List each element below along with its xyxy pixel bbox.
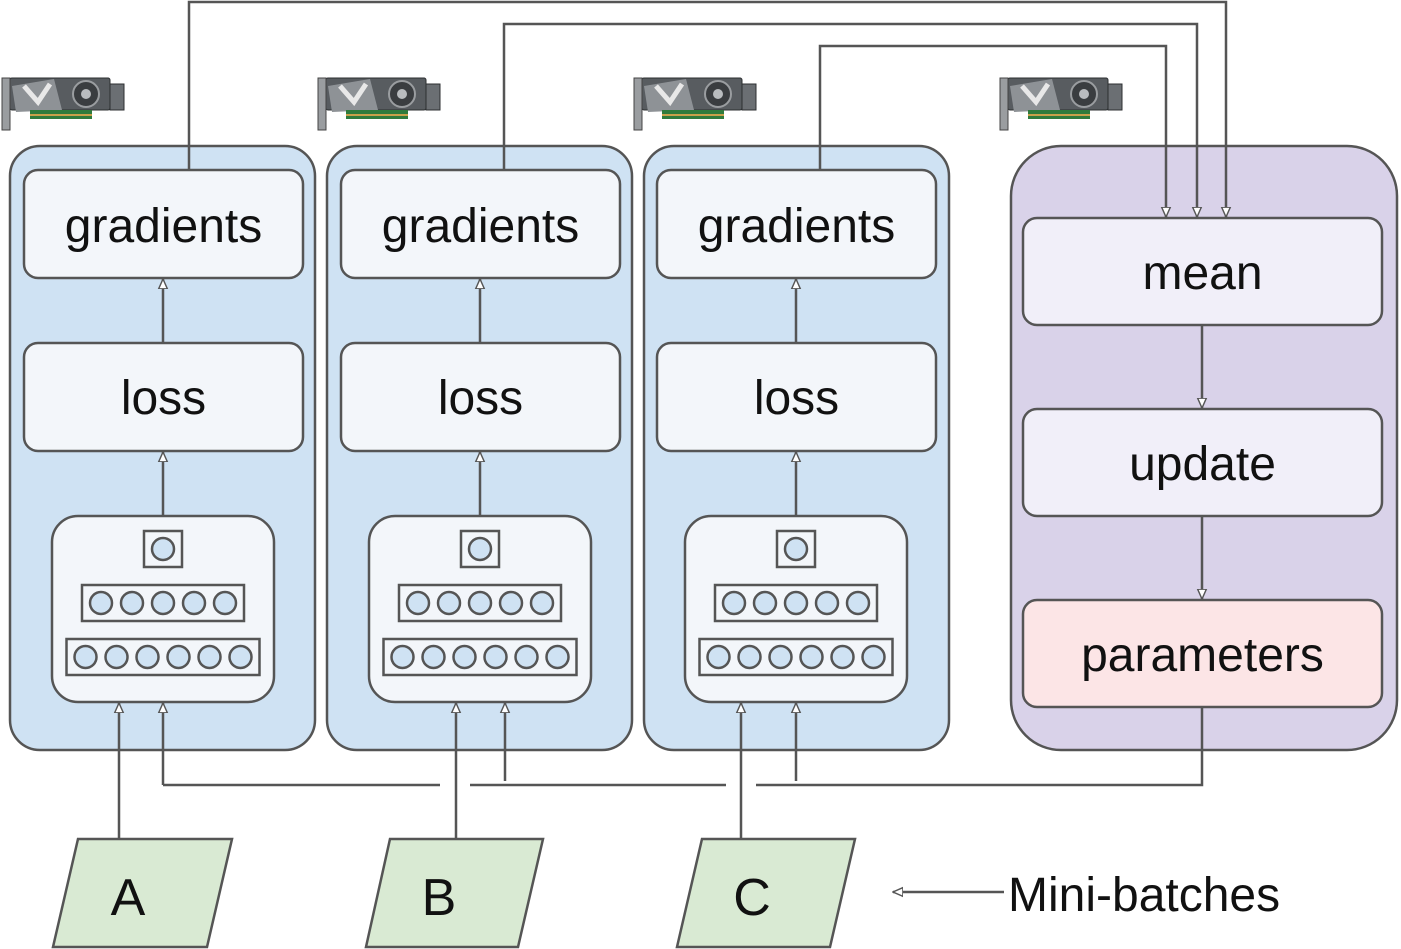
neuron [150, 536, 176, 562]
neuron [514, 644, 539, 670]
neuron [197, 644, 222, 670]
neuron [467, 536, 493, 562]
gpu-card-icon [2, 78, 124, 130]
neuron [783, 536, 809, 562]
neuron [135, 644, 160, 670]
neural-network-icon [382, 529, 578, 677]
neuron [212, 590, 238, 616]
minibatch-c [675, 837, 857, 949]
neuron [721, 590, 747, 616]
minibatches-label: Mini-batches [1008, 869, 1280, 922]
network-layer [382, 637, 578, 677]
neuron [166, 644, 191, 670]
neuron [768, 644, 793, 670]
neuron [88, 590, 114, 616]
neuron [752, 590, 778, 616]
gpu-card-icon [634, 78, 756, 130]
gradients-label: gradients [65, 200, 262, 253]
loss-label: loss [754, 372, 839, 425]
neuron [799, 644, 824, 670]
neuron [545, 644, 570, 670]
neuron [467, 590, 493, 616]
minibatch-b-label: B [422, 869, 457, 927]
gpu-card-icon [318, 78, 440, 130]
neuron [104, 644, 129, 670]
neuron [181, 590, 207, 616]
neuron [150, 590, 176, 616]
arrow-gradients-3-to-mean [818, 44, 1166, 217]
neuron [783, 590, 809, 616]
minibatch-a [51, 837, 234, 949]
neuron [119, 590, 145, 616]
mean-label: mean [1142, 247, 1262, 300]
neuron [483, 644, 508, 670]
neuron [421, 644, 446, 670]
gradients-label: gradients [698, 200, 895, 253]
parameters-label: parameters [1081, 629, 1324, 682]
neuron [861, 644, 886, 670]
update-label: update [1129, 438, 1276, 491]
neuron [228, 644, 253, 670]
minibatch-a-label: A [111, 869, 146, 927]
network-layer [698, 637, 894, 677]
gradients-label: gradients [382, 200, 579, 253]
neuron [737, 644, 762, 670]
neuron [814, 590, 840, 616]
neuron [706, 644, 731, 670]
arrow-gradients-1-to-mean [187, 0, 1226, 217]
neural-network-icon [698, 529, 894, 677]
arrow-gradients-2-to-mean [502, 22, 1197, 217]
neuron [436, 590, 462, 616]
neuron [845, 590, 871, 616]
parameters-broadcast-line [756, 707, 1204, 787]
minibatch-b [364, 837, 545, 949]
neuron [390, 644, 415, 670]
neuron [452, 644, 477, 670]
gpu-card-icon [1000, 78, 1122, 130]
neuron [405, 590, 431, 616]
loss-label: loss [121, 372, 206, 425]
neuron [73, 644, 98, 670]
neural-network-icon [65, 529, 261, 677]
neuron [498, 590, 524, 616]
neuron [529, 590, 555, 616]
loss-label: loss [438, 372, 523, 425]
neuron [830, 644, 855, 670]
network-layer [65, 637, 261, 677]
minibatch-c-label: C [733, 869, 771, 927]
